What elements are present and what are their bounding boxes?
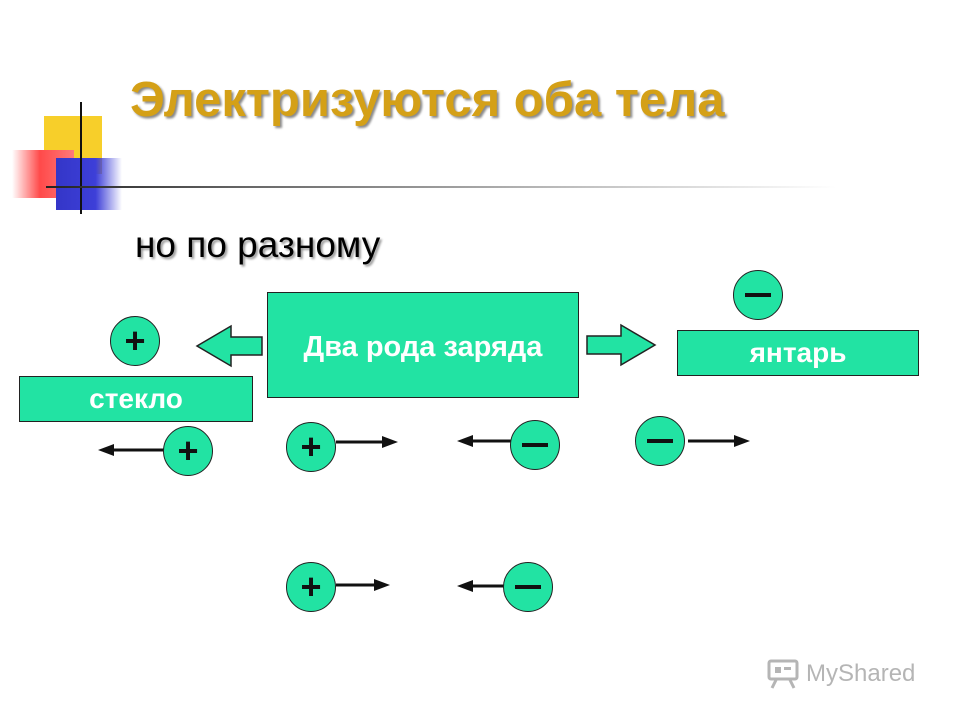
two-kinds-of-charge-box: Два рода заряда <box>267 292 579 398</box>
block-arrow-right <box>586 323 657 367</box>
block-arrow-left <box>195 324 263 368</box>
force-arrow-glass-left <box>98 444 165 456</box>
slide-subtitle: но по разному <box>135 224 381 265</box>
charge-glass-plus: + <box>110 316 160 366</box>
charge-row2-minus <box>503 562 553 612</box>
watermark: MyShared <box>766 658 915 690</box>
charge-row2-plus: + <box>286 562 336 612</box>
glass-box: стекло <box>19 376 253 422</box>
amber-box: янтарь <box>677 330 919 376</box>
minus-sign <box>745 293 771 297</box>
force-arrow-row1-plus-right <box>336 436 398 448</box>
force-arrow-row2-plus-right <box>336 579 390 591</box>
charge-amber-minus <box>733 270 783 320</box>
force-arrow-row2-minus-left <box>457 580 504 592</box>
charge-row1-plus: + <box>286 422 336 472</box>
projector-screen-icon <box>767 659 799 689</box>
glass-label: стекло <box>89 383 183 414</box>
force-arrow-row1-minus-right <box>688 435 750 447</box>
minus-sign <box>522 443 548 447</box>
title-underline <box>46 186 836 188</box>
charge-glass-plus-2: + <box>163 426 213 476</box>
charge-row1-minus <box>510 420 560 470</box>
slide-title: Электризуются оба тела <box>130 73 725 127</box>
charge-row1-minus-2 <box>635 416 685 466</box>
minus-sign <box>647 439 673 443</box>
decor-vertical-line <box>80 102 82 214</box>
force-arrow-row1-minus-left <box>457 435 512 447</box>
decor-blue-square <box>56 158 122 210</box>
minus-sign <box>515 585 541 589</box>
amber-label: янтарь <box>749 337 847 368</box>
watermark-text: MyShared <box>806 660 916 687</box>
center-box-label: Два рода заряда <box>303 331 543 363</box>
